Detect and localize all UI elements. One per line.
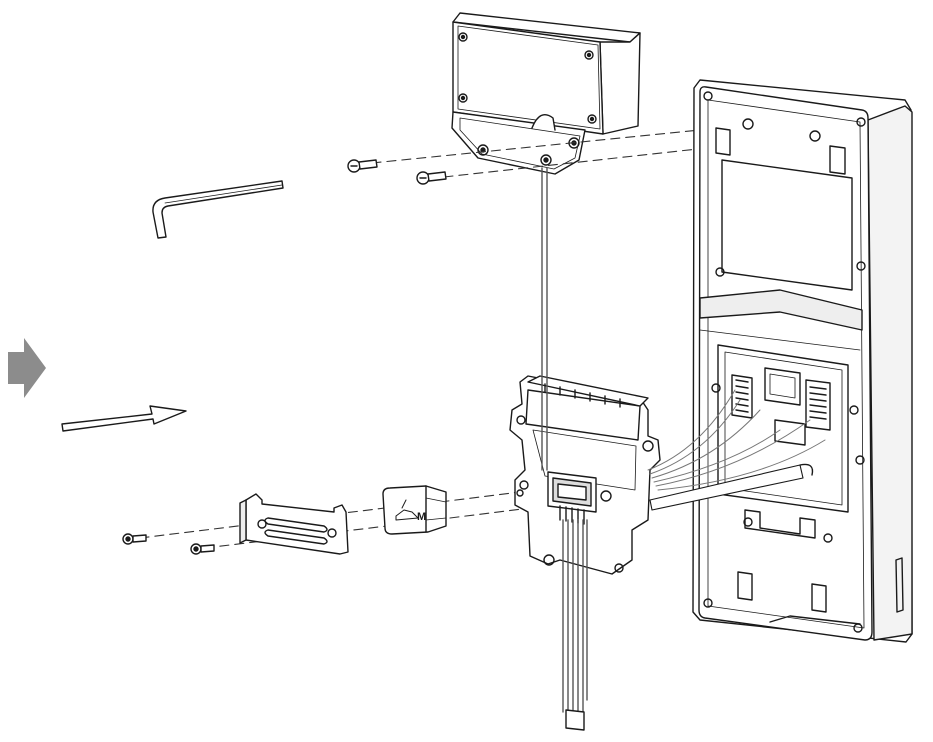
bottom-bracket <box>239 493 349 555</box>
insertion-arrow-icon <box>61 405 187 432</box>
screw-icon <box>190 543 215 555</box>
terminal-block <box>731 374 753 419</box>
cable-bundle <box>541 167 826 731</box>
hex-key-icon <box>152 180 284 239</box>
front-panel <box>692 79 913 643</box>
terminal-block <box>805 379 831 431</box>
hand-cable-icon <box>395 499 419 521</box>
terminal-block <box>764 367 801 406</box>
terminal-module <box>509 375 661 575</box>
step-arrow-icon <box>8 338 46 398</box>
plug-label: M <box>417 511 426 523</box>
cable-plug: M <box>382 485 447 535</box>
screw-icon <box>416 171 447 185</box>
screw-icon <box>347 159 378 173</box>
bottom-screws <box>122 533 215 555</box>
top-cover <box>451 12 641 175</box>
screw-icon <box>122 533 147 545</box>
top-screws <box>347 159 447 185</box>
